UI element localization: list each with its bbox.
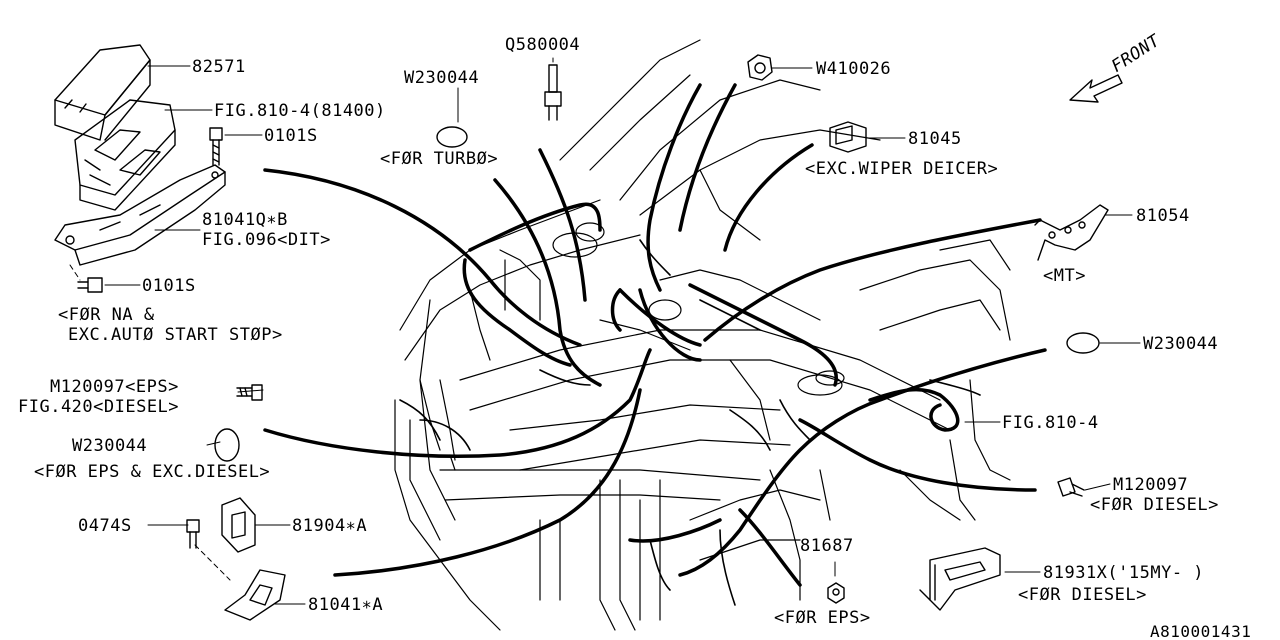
nut-81687 <box>827 582 845 604</box>
part-label-m120097-right: M120097 <box>1113 475 1189 495</box>
note-for-diesel-bolt: <FØR DIESEL> <box>1090 495 1219 515</box>
part-label-w230044-right: W230044 <box>1143 334 1219 354</box>
fig-ref-096-dit: FIG.096<DIT> <box>202 230 331 250</box>
part-label-81904a: 81904∗A <box>292 516 368 536</box>
part-label-81041a: 81041∗A <box>308 595 384 615</box>
grommet-w230044-left <box>214 428 240 462</box>
front-arrow-icon <box>1069 74 1123 103</box>
grommet-w230044-top <box>436 126 468 148</box>
part-label-81041qb: 81041Q∗B <box>202 210 288 230</box>
note-for-eps: <FØR EPS> <box>774 608 871 628</box>
connector-81045 <box>829 121 867 153</box>
note-exc-auto-start-stop: EXC.AUTØ START STØP> <box>68 325 283 345</box>
grommet-w230044-right <box>1066 332 1100 354</box>
note-for-na: <FØR NA & <box>58 305 155 325</box>
note-for-turbo: <FØR TURBØ> <box>380 149 499 169</box>
fig-ref-420-diesel: FIG.420<DIESEL> <box>18 397 180 417</box>
bracket-81041a <box>224 569 286 621</box>
fuse-box-82571 <box>54 44 176 211</box>
leader-lines <box>69 57 1141 605</box>
part-label-81054: 81054 <box>1136 206 1190 226</box>
part-label-0474s: 0474S <box>78 516 132 536</box>
bolt-0101s-bottom <box>77 277 103 293</box>
bolt-m120097-left <box>236 384 263 401</box>
nut-w410026 <box>747 54 773 81</box>
note-for-eps-exc-diesel: <FØR EPS & EXC.DIESEL> <box>34 462 271 482</box>
fig-ref-810-4: FIG.810-4 <box>1002 413 1099 433</box>
note-for-diesel-protector: <FØR DIESEL> <box>1018 585 1147 605</box>
clip-81904a <box>221 497 256 553</box>
part-label-0101s-top: 0101S <box>264 126 318 146</box>
part-label-w410026: W410026 <box>816 59 892 79</box>
part-label-81931x: 81931X('15MY- ) <box>1043 563 1205 583</box>
bolt-m120097-right <box>1057 477 1085 497</box>
bracket-81041qb <box>54 164 226 266</box>
wiring-harness <box>263 83 1047 587</box>
bolt-0474s <box>186 519 200 549</box>
part-label-82571: 82571 <box>192 57 246 77</box>
part-label-81687: 81687 <box>800 536 854 556</box>
note-mt: <MT> <box>1043 266 1086 286</box>
part-label-81045: 81045 <box>908 129 962 149</box>
part-label-q580004: Q580004 <box>505 35 581 55</box>
diagram-id: A810001431 <box>1150 622 1252 640</box>
note-exc-wiper-deicer: <EXC.WIPER DEICER> <box>805 159 999 179</box>
part-label-w230044-left: W230044 <box>72 436 148 456</box>
bolt-q580004 <box>544 64 562 121</box>
part-label-w230044-top: W230044 <box>404 68 480 88</box>
bracket-81054 <box>1034 204 1109 261</box>
part-label-m120097-eps: M120097<EPS> <box>50 377 179 397</box>
fig-ref-810-4-81400: FIG.810-4(81400) <box>214 101 386 121</box>
part-label-0101s-bottom: 0101S <box>142 276 196 296</box>
bolt-0101s-top <box>209 127 223 166</box>
harness-thin-wires <box>399 239 981 606</box>
protector-81931x <box>919 547 1001 611</box>
